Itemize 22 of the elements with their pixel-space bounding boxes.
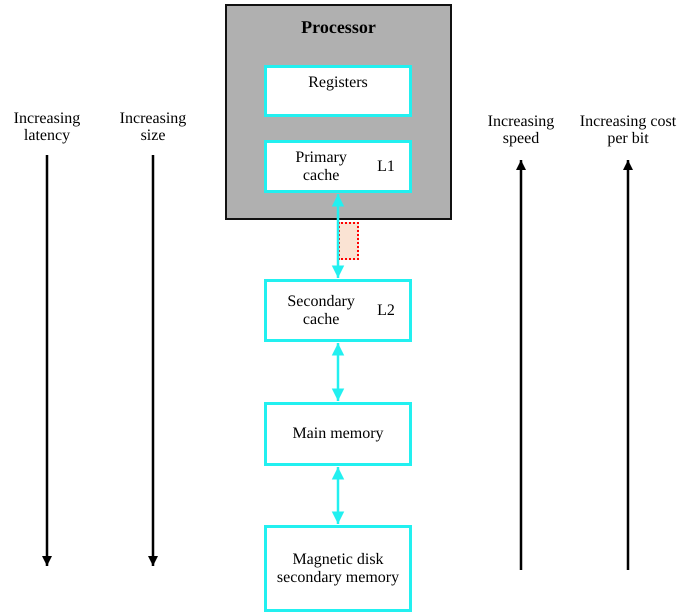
box-label: Primary cache [294, 148, 348, 184]
axis-label: Increasing latency [12, 110, 82, 144]
level-label: L1 [377, 158, 395, 176]
memory-box [264, 65, 412, 117]
memory-box [264, 279, 412, 342]
dotted-box [338, 222, 359, 260]
box-heading: Processor [300, 18, 377, 36]
box-label: Main memory [292, 425, 384, 443]
double-arrow [332, 467, 344, 524]
level-label: L2 [377, 302, 395, 320]
double-arrow [332, 194, 344, 278]
double-arrow [332, 343, 344, 401]
axis-label: Increasing speed [486, 113, 556, 147]
processor-box [225, 4, 452, 220]
box-label: Registers [308, 74, 368, 92]
memory-box [264, 402, 412, 466]
box-label: Secondary cache [286, 292, 356, 328]
box-label: Magnetic disk secondary memory [276, 550, 400, 586]
memory-box [264, 140, 412, 193]
axis-label: Increasing size [118, 110, 188, 144]
axis-label: Increasing cost per bit [578, 113, 678, 147]
memory-box [264, 525, 412, 612]
